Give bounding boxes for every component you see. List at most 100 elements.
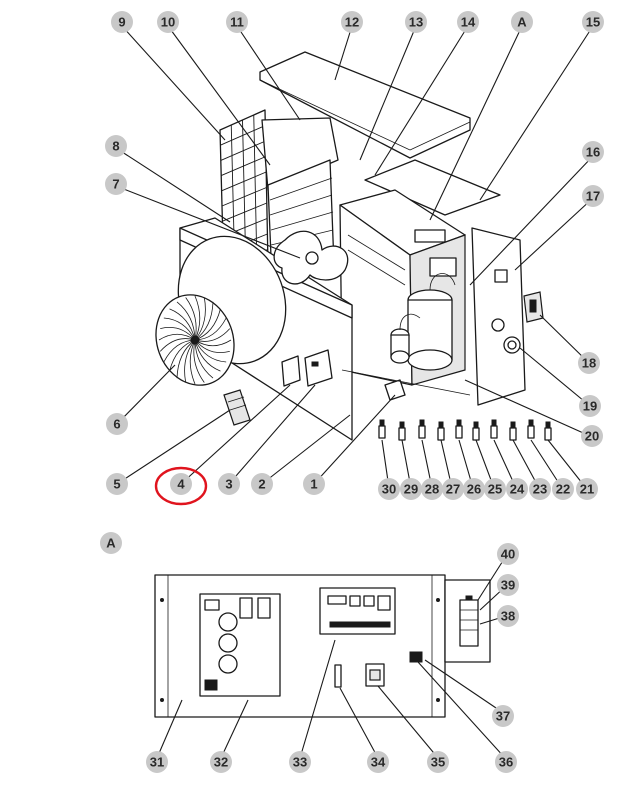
fitting-cap	[379, 419, 385, 427]
compressor	[390, 273, 456, 371]
callout-label: 14	[461, 15, 476, 30]
callout-25: 25	[484, 478, 506, 500]
fitting-cap	[528, 419, 534, 427]
callout-9: 9	[111, 11, 133, 33]
callout-label: 6	[113, 417, 120, 432]
grille-bar	[220, 125, 266, 146]
callout-label: 29	[404, 482, 418, 497]
callout-label: 2	[258, 477, 265, 492]
main-pcb	[319, 587, 396, 635]
callout-7: 7	[105, 173, 127, 195]
callout-3: 3	[218, 473, 240, 495]
callout-label: 3	[225, 477, 232, 492]
fitting	[437, 427, 445, 441]
base-bracket	[341, 369, 471, 401]
grille-bar	[221, 156, 267, 177]
callout-6: 6	[106, 413, 128, 435]
fitting	[490, 425, 498, 439]
callout-label: 5	[113, 477, 120, 492]
callout-label: 26	[467, 482, 481, 497]
callout-20: 20	[581, 425, 603, 447]
callout-label: 8	[112, 139, 119, 154]
callout-28: 28	[421, 478, 443, 500]
fan-blade	[273, 230, 349, 285]
controller-cover	[223, 389, 251, 426]
side-panel	[471, 227, 526, 406]
contactor-board	[199, 593, 281, 697]
callout-label: 28	[425, 482, 439, 497]
callout-15: 15	[582, 11, 604, 33]
relay	[334, 664, 342, 688]
fitting-cap	[473, 421, 479, 429]
callout-label: 4	[177, 477, 185, 492]
callout-label: 19	[583, 399, 597, 414]
callout-33: 33	[289, 751, 311, 773]
callout-2: 2	[251, 473, 273, 495]
callout-label: 25	[488, 482, 502, 497]
callout-label: 21	[580, 482, 594, 497]
callout-label: 13	[409, 15, 423, 30]
callout-label: 22	[556, 482, 570, 497]
callout-label: 37	[496, 709, 510, 724]
terminal-block	[523, 291, 544, 323]
terminal-strip	[459, 595, 479, 647]
callout-label: 23	[533, 482, 547, 497]
control-box-detail	[154, 574, 491, 718]
section-a-marker: A	[100, 532, 122, 554]
callout-label: A	[517, 15, 527, 30]
callout-34: 34	[367, 751, 389, 773]
fitting-cap	[399, 421, 405, 429]
capacitor	[409, 651, 423, 663]
callout-14: 14	[457, 11, 479, 33]
fitting	[378, 425, 386, 439]
callout-label: 12	[345, 15, 359, 30]
top-cover	[259, 51, 471, 159]
callout-label: 39	[501, 578, 515, 593]
callout-label: 18	[582, 356, 596, 371]
fitting-cap	[419, 419, 425, 427]
callout-label: 20	[585, 429, 599, 444]
callout-1: 1	[303, 473, 325, 495]
callout-16: 16	[582, 141, 604, 163]
callout-label: 32	[214, 755, 228, 770]
small-fittings	[378, 419, 552, 441]
callout-label: 17	[586, 189, 600, 204]
callout-38: 38	[497, 605, 519, 627]
leader-lines-bottom	[156, 555, 507, 759]
callout-label: 40	[501, 547, 515, 562]
callout-label: 36	[499, 755, 513, 770]
grille-bar	[220, 140, 266, 161]
callout-label: 38	[501, 609, 515, 624]
fitting	[544, 427, 552, 441]
callout-label: 1	[310, 477, 317, 492]
heat-pump-assembly	[155, 51, 552, 441]
fitting	[472, 427, 480, 441]
callout-18: 18	[578, 352, 600, 374]
callout-label: 30	[382, 482, 396, 497]
callout-label: 31	[150, 755, 164, 770]
callout-26: 26	[463, 478, 485, 500]
grille-bar	[221, 187, 267, 207]
cable-gland	[503, 336, 521, 354]
callout-13: 13	[405, 11, 427, 33]
side-top-panel	[364, 159, 501, 216]
callouts-top: 9 10 11 12 13 14 A 15 16 17 8 7 18 19 6 …	[105, 11, 604, 500]
callout-label: 7	[112, 177, 119, 192]
callout-label: 10	[161, 15, 175, 30]
section-a-label: A	[106, 536, 116, 551]
callout-12: 12	[341, 11, 363, 33]
callout-37: 37	[492, 705, 514, 727]
callout-label: 9	[118, 15, 125, 30]
callout-label: 16	[586, 145, 600, 160]
callout-32: 32	[210, 751, 232, 773]
callout-27: 27	[442, 478, 464, 500]
callout-30: 30	[378, 478, 400, 500]
callout-label: 15	[586, 15, 600, 30]
fitting	[398, 427, 406, 441]
callout-11: 11	[226, 11, 248, 33]
grille-bar	[222, 202, 267, 222]
callout-17: 17	[582, 185, 604, 207]
fitting	[509, 427, 517, 441]
callout-19: 19	[579, 395, 601, 417]
